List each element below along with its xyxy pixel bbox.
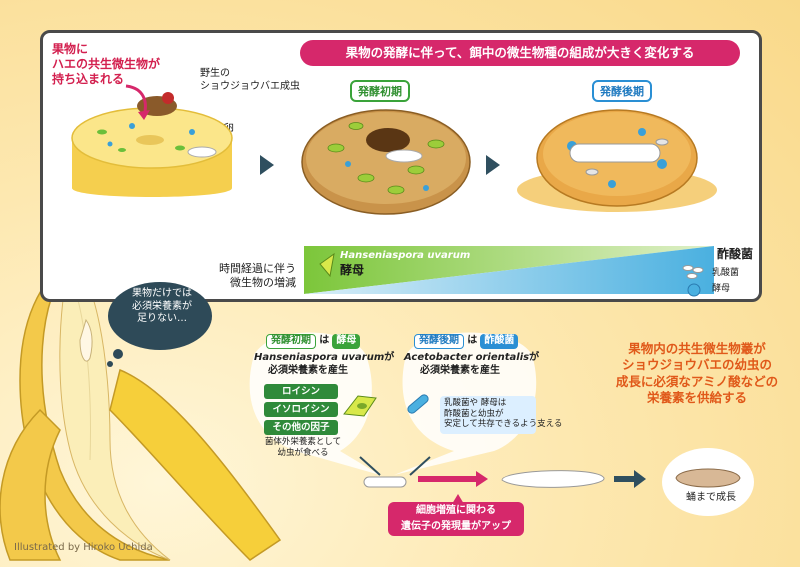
speech-bubble xyxy=(107,282,212,367)
late-stage-tag: 発酵後期 xyxy=(414,334,464,349)
yeast-tag: 酵母 xyxy=(332,334,361,349)
late-species-line: Acetobacter orientalisが xyxy=(404,352,540,363)
microbe-legend-icons xyxy=(682,265,704,297)
intro-text: 果物にハエの共生微生物が持ち込まれる xyxy=(52,42,161,86)
early-fruit-illustration xyxy=(301,109,471,215)
late-box-tags: 発酵後期 は 酢酸菌 xyxy=(414,334,519,349)
nutrient-other: その他の因子 xyxy=(264,420,338,435)
legend-yeast: 酵母 xyxy=(712,284,731,294)
late-note-box xyxy=(440,396,536,434)
step-arrow-1 xyxy=(260,155,274,175)
legend-lactic: 乳酸菌 xyxy=(712,268,740,278)
fly-label: 野生のショウジョウバエ成虫 xyxy=(200,68,300,92)
gradient-left-label: 時間経過に伴う微生物の増減 xyxy=(219,262,296,289)
up-pointer-icon xyxy=(452,494,464,504)
late-wa: は xyxy=(467,335,478,346)
late-fruit-illustration xyxy=(517,109,717,212)
acetic-label: 酢酸菌 xyxy=(717,247,754,261)
small-larva-icon xyxy=(363,476,407,488)
converge-arrows xyxy=(359,456,431,476)
early-stage-tag: 発酵初期 xyxy=(266,334,316,349)
acetic-tag: 酢酸菌 xyxy=(480,334,519,349)
speech-text: 果物だけでは必須栄養素が足りない… xyxy=(132,288,192,324)
early-note: 菌体外栄養素として幼虫が食べる xyxy=(264,437,342,458)
step-arrow-2 xyxy=(486,155,500,175)
yeast-label: 酵母 xyxy=(340,263,365,277)
nutrient-leucine: ロイシン xyxy=(264,384,338,399)
pupa-circle xyxy=(662,448,754,516)
microbe-gradient xyxy=(304,246,714,294)
late-note: 乳酸菌や 酵母は 酢酸菌と幼虫が 安定して共存できるよう支える xyxy=(444,398,563,430)
right-description: 果物内の共生微生物叢がショウジョウバエの幼虫の成長に必須なアミノ酸などの栄養素を… xyxy=(615,341,779,405)
banana-illustration xyxy=(0,259,282,561)
pupa-label: 蛹まで成長 xyxy=(686,492,736,503)
gene-expression-box: 細胞増殖に関わる遺伝子の発現量がアップ xyxy=(388,502,524,536)
acetic-cell-icon xyxy=(407,394,429,414)
stage-early-label: 発酵初期 xyxy=(350,80,410,102)
illustrator-credit: Illustrated by Hiroko Uchida xyxy=(14,542,153,553)
growth-arrow-shaft xyxy=(418,476,478,482)
growth-arrow-head xyxy=(476,471,488,487)
early-box-tags: 発酵初期 は 酵母 xyxy=(266,334,361,349)
curved-arrow-icon xyxy=(125,84,150,120)
nutrient-isoleucine: イソロイシン xyxy=(264,402,338,417)
yeast-species-label: Hanseniaspora uvarum xyxy=(340,250,471,261)
fresh-fruit-illustration xyxy=(71,92,233,197)
early-produce-line: 必須栄養素を産生 xyxy=(268,365,348,376)
early-wa: は xyxy=(319,335,330,346)
stage-late-label: 発酵後期 xyxy=(592,80,652,102)
large-larva-icon xyxy=(501,470,605,488)
yeast-cell-icon xyxy=(343,395,377,417)
pupa-arrow-head xyxy=(634,470,646,488)
banner-title: 果物の発酵に伴って、餌中の微生物種の組成が大きく変化する xyxy=(300,40,740,66)
late-produce-line: 必須栄養素を産生 xyxy=(420,365,500,376)
early-species-line: Hanseniaspora uvarumが xyxy=(254,352,395,363)
pupa-arrow-shaft xyxy=(614,476,636,482)
